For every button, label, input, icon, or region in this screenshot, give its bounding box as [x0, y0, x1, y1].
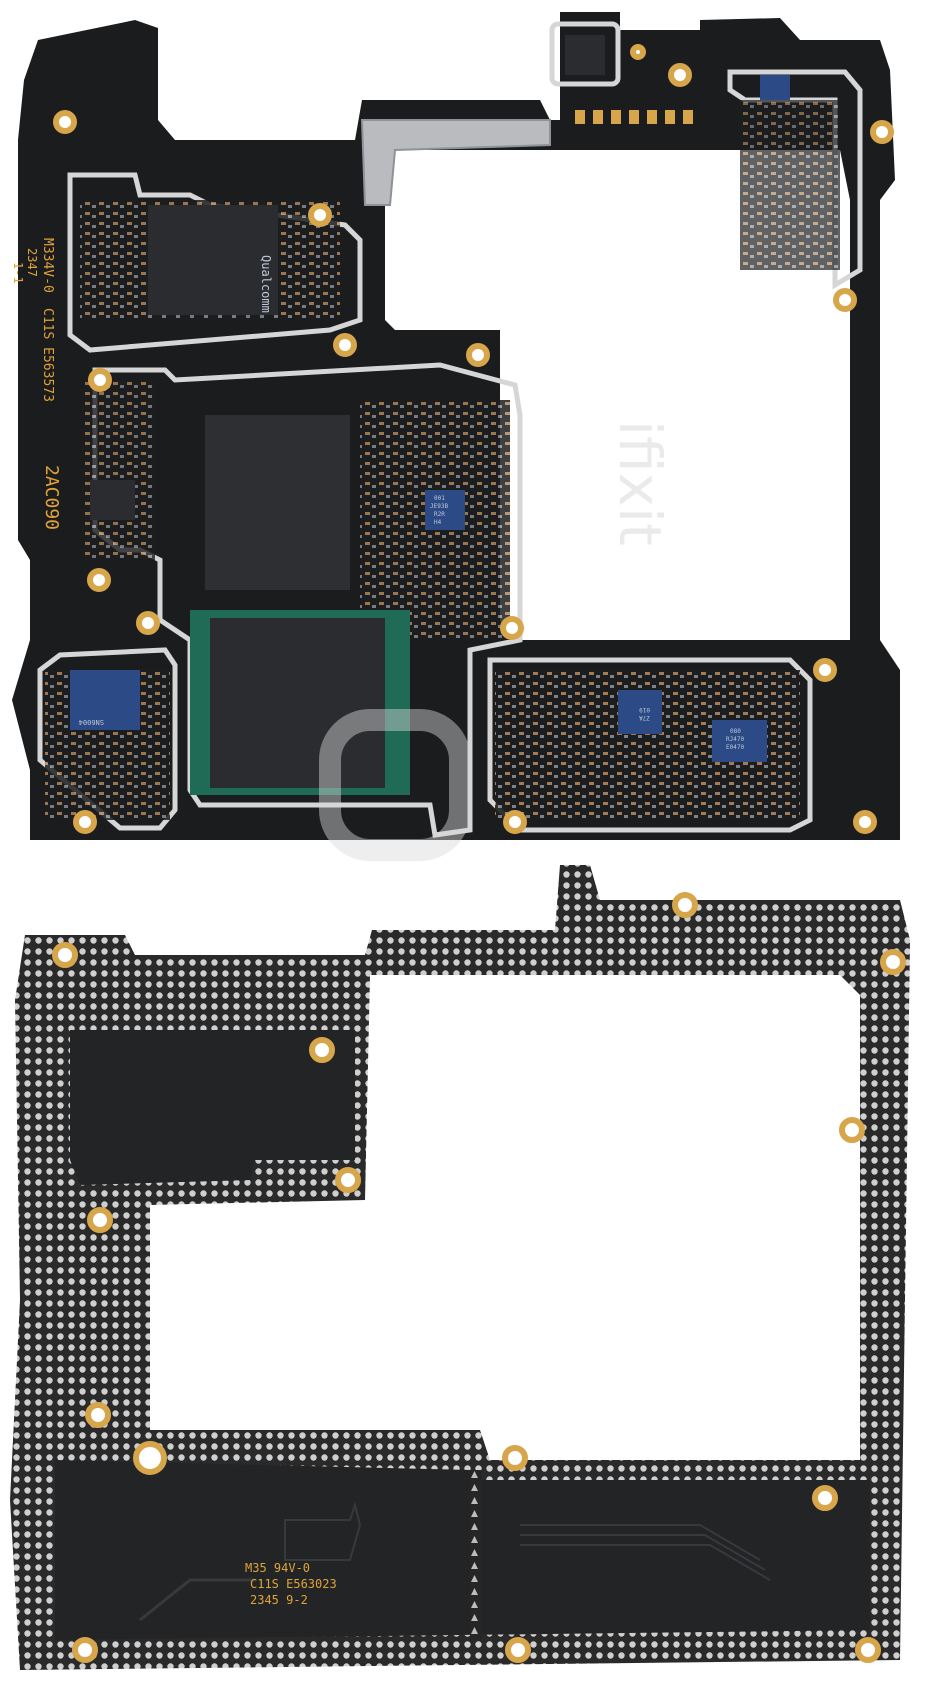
small-chip-top	[565, 35, 605, 75]
chip-b-line1: SN6004	[79, 718, 104, 726]
snapdragon-logo: Qualcomm	[259, 255, 273, 313]
chip-d-line1: 080	[730, 728, 741, 735]
watermark-logo-mark	[319, 709, 471, 861]
memory-chip	[205, 415, 350, 590]
silk-side-mark-4: 1-1	[11, 262, 25, 284]
connector-pads-top	[575, 110, 693, 124]
small-chip-right	[760, 75, 790, 100]
silk-side-mark-3: 2347	[25, 248, 39, 277]
chip-d-line2: RJ470	[726, 736, 744, 743]
blue-chip-c	[618, 690, 662, 734]
ground-area-upper	[70, 1030, 355, 1185]
components-area-5	[85, 380, 155, 560]
chip-c-line2: Z7A	[639, 714, 650, 721]
bottom-board-window	[150, 975, 860, 1460]
chip-dark-left	[90, 480, 135, 520]
bottom-trace-left	[139, 1578, 255, 1622]
shield-outline-small	[549, 21, 621, 87]
silk-bottom-line2: C11S E563023	[250, 1577, 337, 1591]
components-area-6	[740, 100, 840, 270]
blue-chip-d	[712, 720, 767, 762]
chip-a-line1: 001	[434, 495, 445, 502]
chip-a-line2: JE93B	[430, 503, 448, 510]
blue-chip-a	[425, 490, 465, 530]
screw-holes-bottom	[52, 892, 906, 1663]
top-pcb-board: Qualcomm 001 JE93B R2R H4 SN6004 019 Z7A…	[11, 12, 900, 840]
silk-bottom-line3: 2345 9-2	[250, 1593, 308, 1607]
blue-chip-b	[70, 670, 140, 730]
ground-area-lower	[55, 1460, 870, 1640]
shield-outline-rightstrip	[727, 69, 863, 290]
modem-chip	[148, 205, 278, 315]
chip-a-line4: H4	[434, 519, 442, 526]
watermark-text: ifixit	[606, 420, 674, 546]
shield-outline-upper	[67, 172, 363, 353]
silk-side-mark-2: C11S E563573	[40, 308, 55, 402]
chip-c-line1: 019	[639, 706, 650, 713]
metal-bracket	[360, 119, 551, 206]
ground-area-lower-mesh-strip	[470, 1470, 482, 1640]
chip-d-line3: E0470	[726, 744, 744, 751]
silk-board-code: 2AC090	[41, 465, 62, 530]
bottom-traces	[520, 1524, 771, 1581]
chip-a-line3: R2R	[434, 511, 445, 518]
bottom-pcb-board: M35 94V-0 C11S E563023 2345 9-2	[10, 865, 910, 1670]
screw-holes-top	[53, 44, 894, 834]
silk-bottom-line1: M35 94V-0	[245, 1561, 310, 1575]
silk-side-mark-1: M334V-0	[40, 238, 55, 293]
ifixit-watermark: ifixit	[319, 420, 674, 861]
bottom-trace-outline	[284, 1501, 362, 1561]
soc-chip	[210, 618, 385, 788]
